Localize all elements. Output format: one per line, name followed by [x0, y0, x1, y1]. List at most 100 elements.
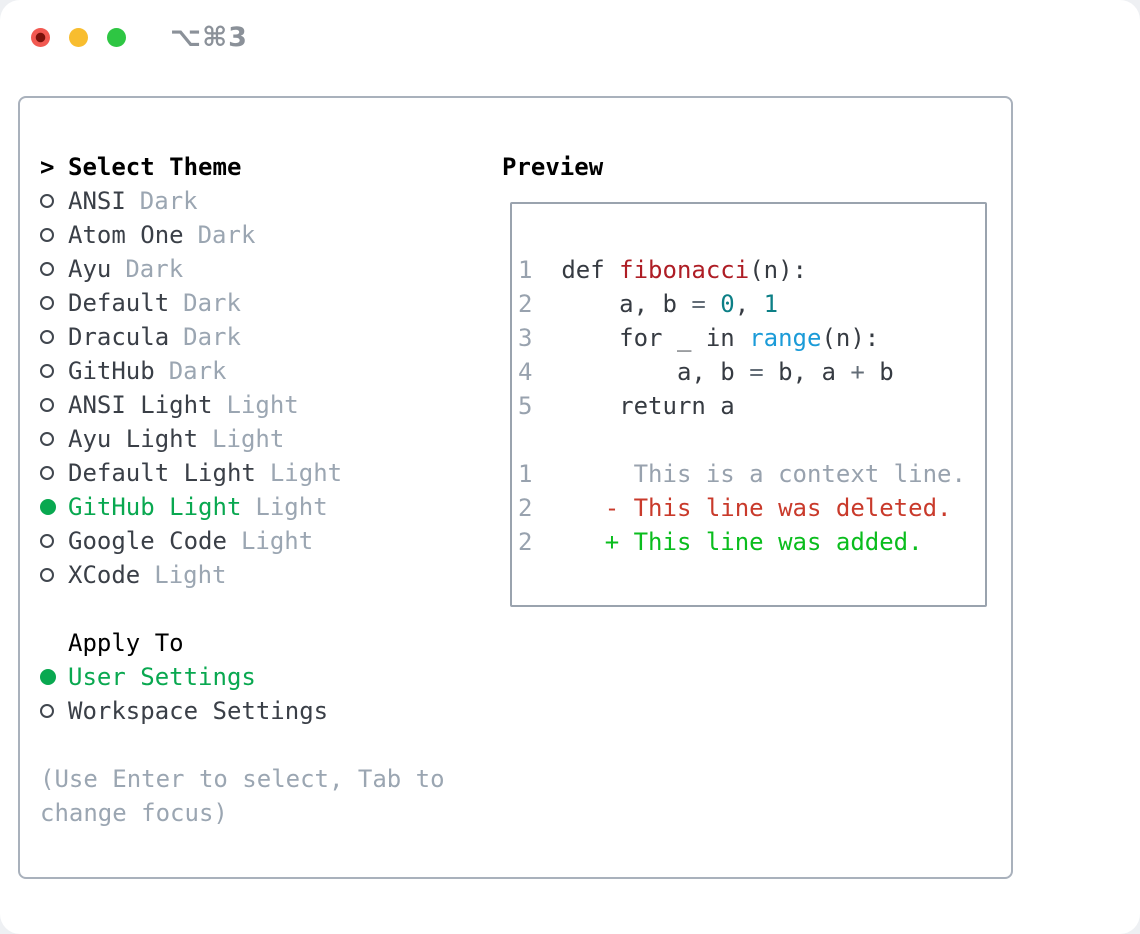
theme-option-label: ANSI Light — [68, 391, 213, 419]
theme-option-label: Atom One — [68, 221, 184, 249]
hollow-circle-icon — [40, 398, 54, 412]
theme-variant-tag: Light — [269, 459, 343, 487]
hollow-circle-icon — [40, 330, 54, 344]
traffic-lights — [31, 27, 126, 47]
filled-circle-icon — [40, 669, 56, 685]
theme-option-label: Ayu — [68, 255, 112, 283]
hollow-circle-icon — [40, 364, 54, 378]
apply-option-label: Workspace Settings — [68, 697, 329, 725]
theme-option-label: Default — [68, 289, 170, 317]
theme-option-label: ANSI — [68, 187, 126, 215]
code-segment-text: b, a — [763, 358, 851, 386]
theme-option-label: GitHub Light — [68, 493, 242, 521]
theme-option-ansi-light[interactable]: ANSI Light Light — [40, 388, 474, 422]
hollow-circle-icon — [40, 432, 54, 446]
hollow-circle-icon — [40, 262, 54, 276]
line-number: 2 — [518, 528, 533, 556]
radio-icon — [40, 534, 68, 548]
theme-option-label: GitHub — [68, 357, 155, 385]
code-segment-op: = — [749, 358, 764, 386]
code-segment-num: 1 — [763, 290, 779, 318]
line-number: 4 — [518, 358, 533, 386]
focus-caret: > — [40, 153, 55, 181]
radio-icon — [40, 466, 68, 480]
code-segment-text — [706, 290, 720, 318]
theme-variant-tag: Dark — [183, 289, 241, 317]
preview-header-row: Preview — [502, 150, 603, 184]
radio-icon — [40, 330, 68, 344]
radio-icon — [40, 568, 68, 582]
theme-variant-tag: Light — [212, 425, 285, 453]
line-number: 1 — [518, 460, 533, 488]
hollow-circle-icon — [40, 568, 54, 582]
theme-option-default[interactable]: Default Dark — [40, 286, 474, 320]
filled-circle-icon — [40, 499, 56, 515]
apply-to-header: Apply To — [40, 626, 474, 660]
line-number: 3 — [518, 324, 533, 352]
theme-option-ayu-light[interactable]: Ayu Light Light — [40, 422, 474, 456]
code-segment-dim: This is a context line. — [561, 460, 966, 488]
diff-line: 1 This is a context line. — [518, 457, 985, 491]
theme-variant-tag: Light — [240, 527, 314, 555]
radio-icon — [40, 364, 68, 378]
code-segment-text: , — [734, 290, 764, 318]
code-segment-op: + — [850, 358, 865, 386]
code-segment-text: a, b — [561, 358, 750, 386]
code-line: 5 return a — [518, 389, 985, 423]
hollow-circle-icon — [40, 228, 54, 242]
code-segment-text: (n): — [749, 256, 807, 284]
apply-option-workspace-settings[interactable]: Workspace Settings — [40, 694, 474, 728]
code-line: 2 a, b = 0, 1 — [518, 287, 985, 321]
select-theme-header: > Select Theme — [40, 150, 474, 184]
hollow-circle-icon — [40, 534, 54, 548]
radio-icon — [40, 432, 68, 446]
theme-variant-tag: Dark — [125, 255, 184, 283]
theme-option-default-light[interactable]: Default Light Light — [40, 456, 474, 490]
hollow-circle-icon — [40, 466, 54, 480]
apply-to-title: Apply To — [68, 629, 184, 657]
apply-option-label: User Settings — [68, 663, 256, 691]
spacer — [40, 592, 474, 626]
line-number: 2 — [518, 290, 533, 318]
code-segment-func: fibonacci — [619, 256, 750, 284]
theme-option-label: Default Light — [68, 459, 256, 487]
theme-option-label: Ayu Light — [68, 425, 199, 453]
diff-block: 1 This is a context line.2 - This line w… — [518, 457, 985, 559]
line-number: 1 — [518, 256, 533, 284]
code-segment-text: for _ in — [561, 324, 750, 352]
theme-option-xcode[interactable]: XCode Light — [40, 558, 474, 592]
theme-option-label: XCode — [68, 561, 141, 589]
zoom-button[interactable] — [107, 27, 126, 47]
diff-line: 2 - This line was deleted. — [518, 491, 985, 525]
theme-variant-tag: Dark — [183, 323, 241, 351]
theme-option-ayu[interactable]: Ayu Dark — [40, 252, 474, 286]
radio-icon — [40, 194, 68, 208]
radio-icon — [40, 262, 68, 276]
code-segment-num: 0 — [720, 290, 735, 318]
apply-option-user-settings[interactable]: User Settings — [40, 660, 474, 694]
code-segment-add: + This line was added. — [561, 528, 923, 556]
hollow-circle-icon — [40, 296, 54, 310]
theme-variant-tag: Light — [154, 561, 227, 589]
radio-selected-icon — [40, 669, 68, 685]
close-button[interactable] — [31, 27, 50, 47]
spacer — [40, 728, 474, 762]
theme-variant-tag: Light — [226, 391, 299, 419]
code-segment-text: b — [864, 358, 894, 386]
minimize-button[interactable] — [69, 27, 88, 47]
radio-icon — [40, 704, 68, 718]
